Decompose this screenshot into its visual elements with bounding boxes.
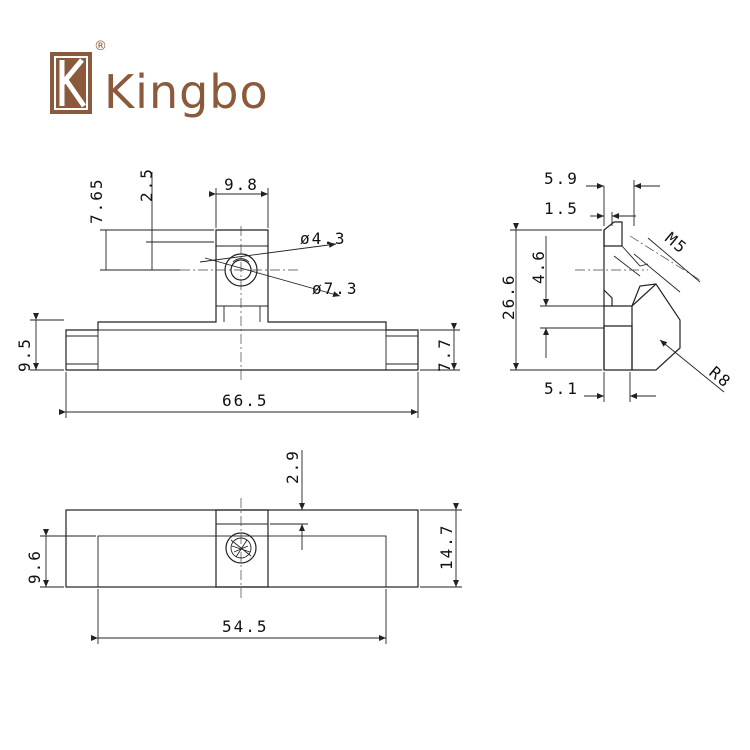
dim-5-9: 5.9 bbox=[544, 169, 579, 188]
bottom-view-thread bbox=[225, 498, 257, 598]
dim-9-5: 9.5 bbox=[15, 337, 34, 372]
dim-7-65: 7.65 bbox=[87, 177, 106, 224]
side-view-dimensions bbox=[510, 180, 725, 402]
dim-5-1: 5.1 bbox=[544, 379, 579, 398]
dim-2-5: 2.5 bbox=[137, 167, 156, 202]
brand-logo: ® Kingbo bbox=[50, 39, 269, 119]
dim-1-5: 1.5 bbox=[544, 199, 579, 218]
dim-9-6: 9.6 bbox=[25, 549, 44, 584]
front-view: 7.65 2.5 9.8 ø4.3 ø7.3 9.5 7.7 66.5 bbox=[15, 167, 460, 418]
dim-26-6: 26.6 bbox=[499, 273, 518, 320]
dim-2-9: 2.9 bbox=[283, 449, 302, 484]
bottom-view-body bbox=[65, 509, 419, 588]
bottom-view: 2.9 9.6 14.7 54.5 bbox=[25, 449, 462, 644]
front-view-dimensions bbox=[30, 172, 460, 418]
registered-mark: ® bbox=[94, 39, 107, 54]
dim-4-6: 4.6 bbox=[529, 249, 548, 284]
dim-hole-inner: ø4.3 bbox=[300, 229, 347, 248]
dim-radius: R8 bbox=[705, 363, 735, 393]
logo-badge-frame bbox=[54, 56, 88, 110]
brand-name: Kingbo bbox=[104, 65, 269, 119]
front-view-hole bbox=[180, 226, 341, 380]
dim-66-5: 66.5 bbox=[222, 391, 269, 410]
dim-hole-outer: ø7.3 bbox=[312, 279, 359, 298]
dim-14-7: 14.7 bbox=[437, 523, 456, 570]
dim-9-8: 9.8 bbox=[224, 175, 259, 194]
dim-54-5: 54.5 bbox=[222, 617, 269, 636]
dim-7-7: 7.7 bbox=[435, 337, 454, 372]
logo-k-glyph bbox=[59, 58, 87, 108]
side-view: 5.9 1.5 M5 4.6 26.6 5.1 R8 bbox=[499, 169, 735, 402]
bottom-view-dimensions bbox=[40, 450, 462, 644]
front-view-body bbox=[65, 229, 419, 371]
